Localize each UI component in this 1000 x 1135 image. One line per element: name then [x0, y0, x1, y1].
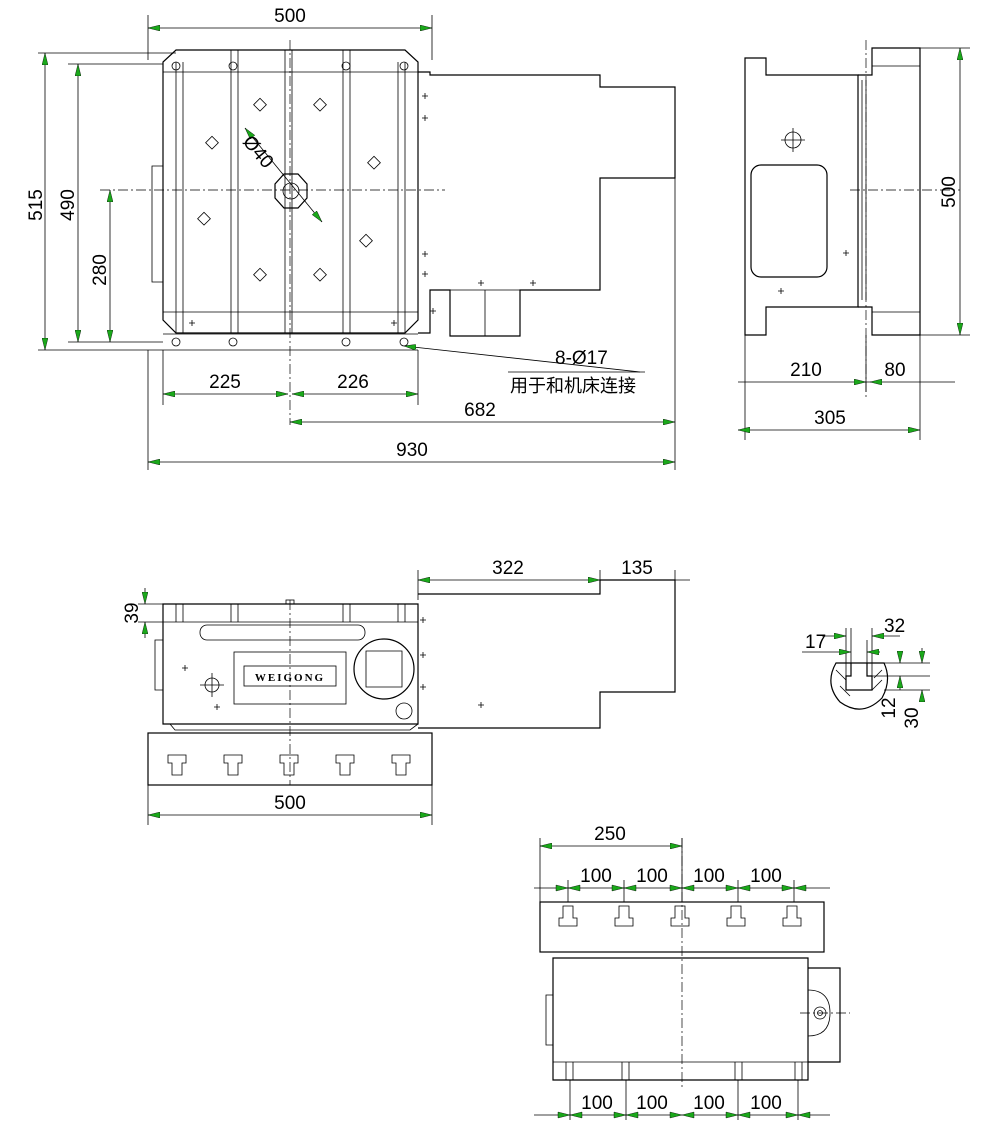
dim-side-80: 80 [884, 360, 905, 381]
dim-930: 930 [396, 440, 428, 461]
dim-bottom-left: 225 [209, 372, 241, 393]
dim-tslot-32: 32 [884, 616, 905, 637]
plan-tslots [558, 905, 802, 927]
tslot-detail: 17 32 12 30 [802, 616, 930, 729]
radial-holes [197, 97, 381, 282]
dim-tslot-17: 17 [805, 632, 826, 653]
dim-front-width: 500 [274, 793, 306, 814]
dim-inner-height: 490 [58, 189, 79, 221]
dim-front-39: 39 [122, 602, 143, 623]
dim-pitch-bottom-1: 100 [581, 1093, 613, 1114]
plan-view: 250 100 100 100 100 100 100 100 100 [534, 824, 850, 1120]
top-view: Ø40 500 515 490 280 8-Ø17 用于和机床连接 225 22… [26, 6, 676, 470]
dim-front-322: 322 [492, 558, 524, 579]
front-view: WEIGONG 39 322 1 [122, 558, 690, 825]
brand-plate: WEIGONG [255, 672, 325, 684]
hole-note-desc: 用于和机床连接 [510, 376, 636, 397]
dim-center-height: 280 [90, 254, 111, 286]
dim-side-305: 305 [814, 408, 846, 429]
dim-tslot-30: 30 [902, 707, 923, 728]
crosshair-markers [189, 93, 536, 326]
dim-pitch-top-2: 100 [636, 866, 668, 887]
dim-pitch-bottom-4: 100 [750, 1093, 782, 1114]
dim-top-width: 500 [274, 6, 306, 27]
dim-plan-250: 250 [594, 824, 626, 845]
side-view: 500 210 80 305 [738, 40, 970, 440]
mount-holes [171, 61, 409, 347]
dim-bottom-right: 226 [337, 372, 369, 393]
dim-side-210: 210 [790, 360, 822, 381]
dim-tslot-12: 12 [879, 697, 900, 718]
dim-total-height: 515 [26, 189, 47, 221]
dim-bore-dia: Ø40 [238, 132, 277, 173]
dim-682: 682 [464, 400, 496, 421]
dim-hole-note: 8-Ø17 [555, 348, 608, 369]
dim-pitch-top-4: 100 [750, 866, 782, 887]
dim-pitch-bottom-2: 100 [636, 1093, 668, 1114]
dim-pitch-bottom-3: 100 [693, 1093, 725, 1114]
dim-front-135: 135 [621, 558, 653, 579]
dim-pitch-top-1: 100 [580, 866, 612, 887]
dim-side-height: 500 [939, 176, 960, 208]
dim-pitch-top-3: 100 [693, 866, 725, 887]
front-tslots [167, 754, 411, 776]
